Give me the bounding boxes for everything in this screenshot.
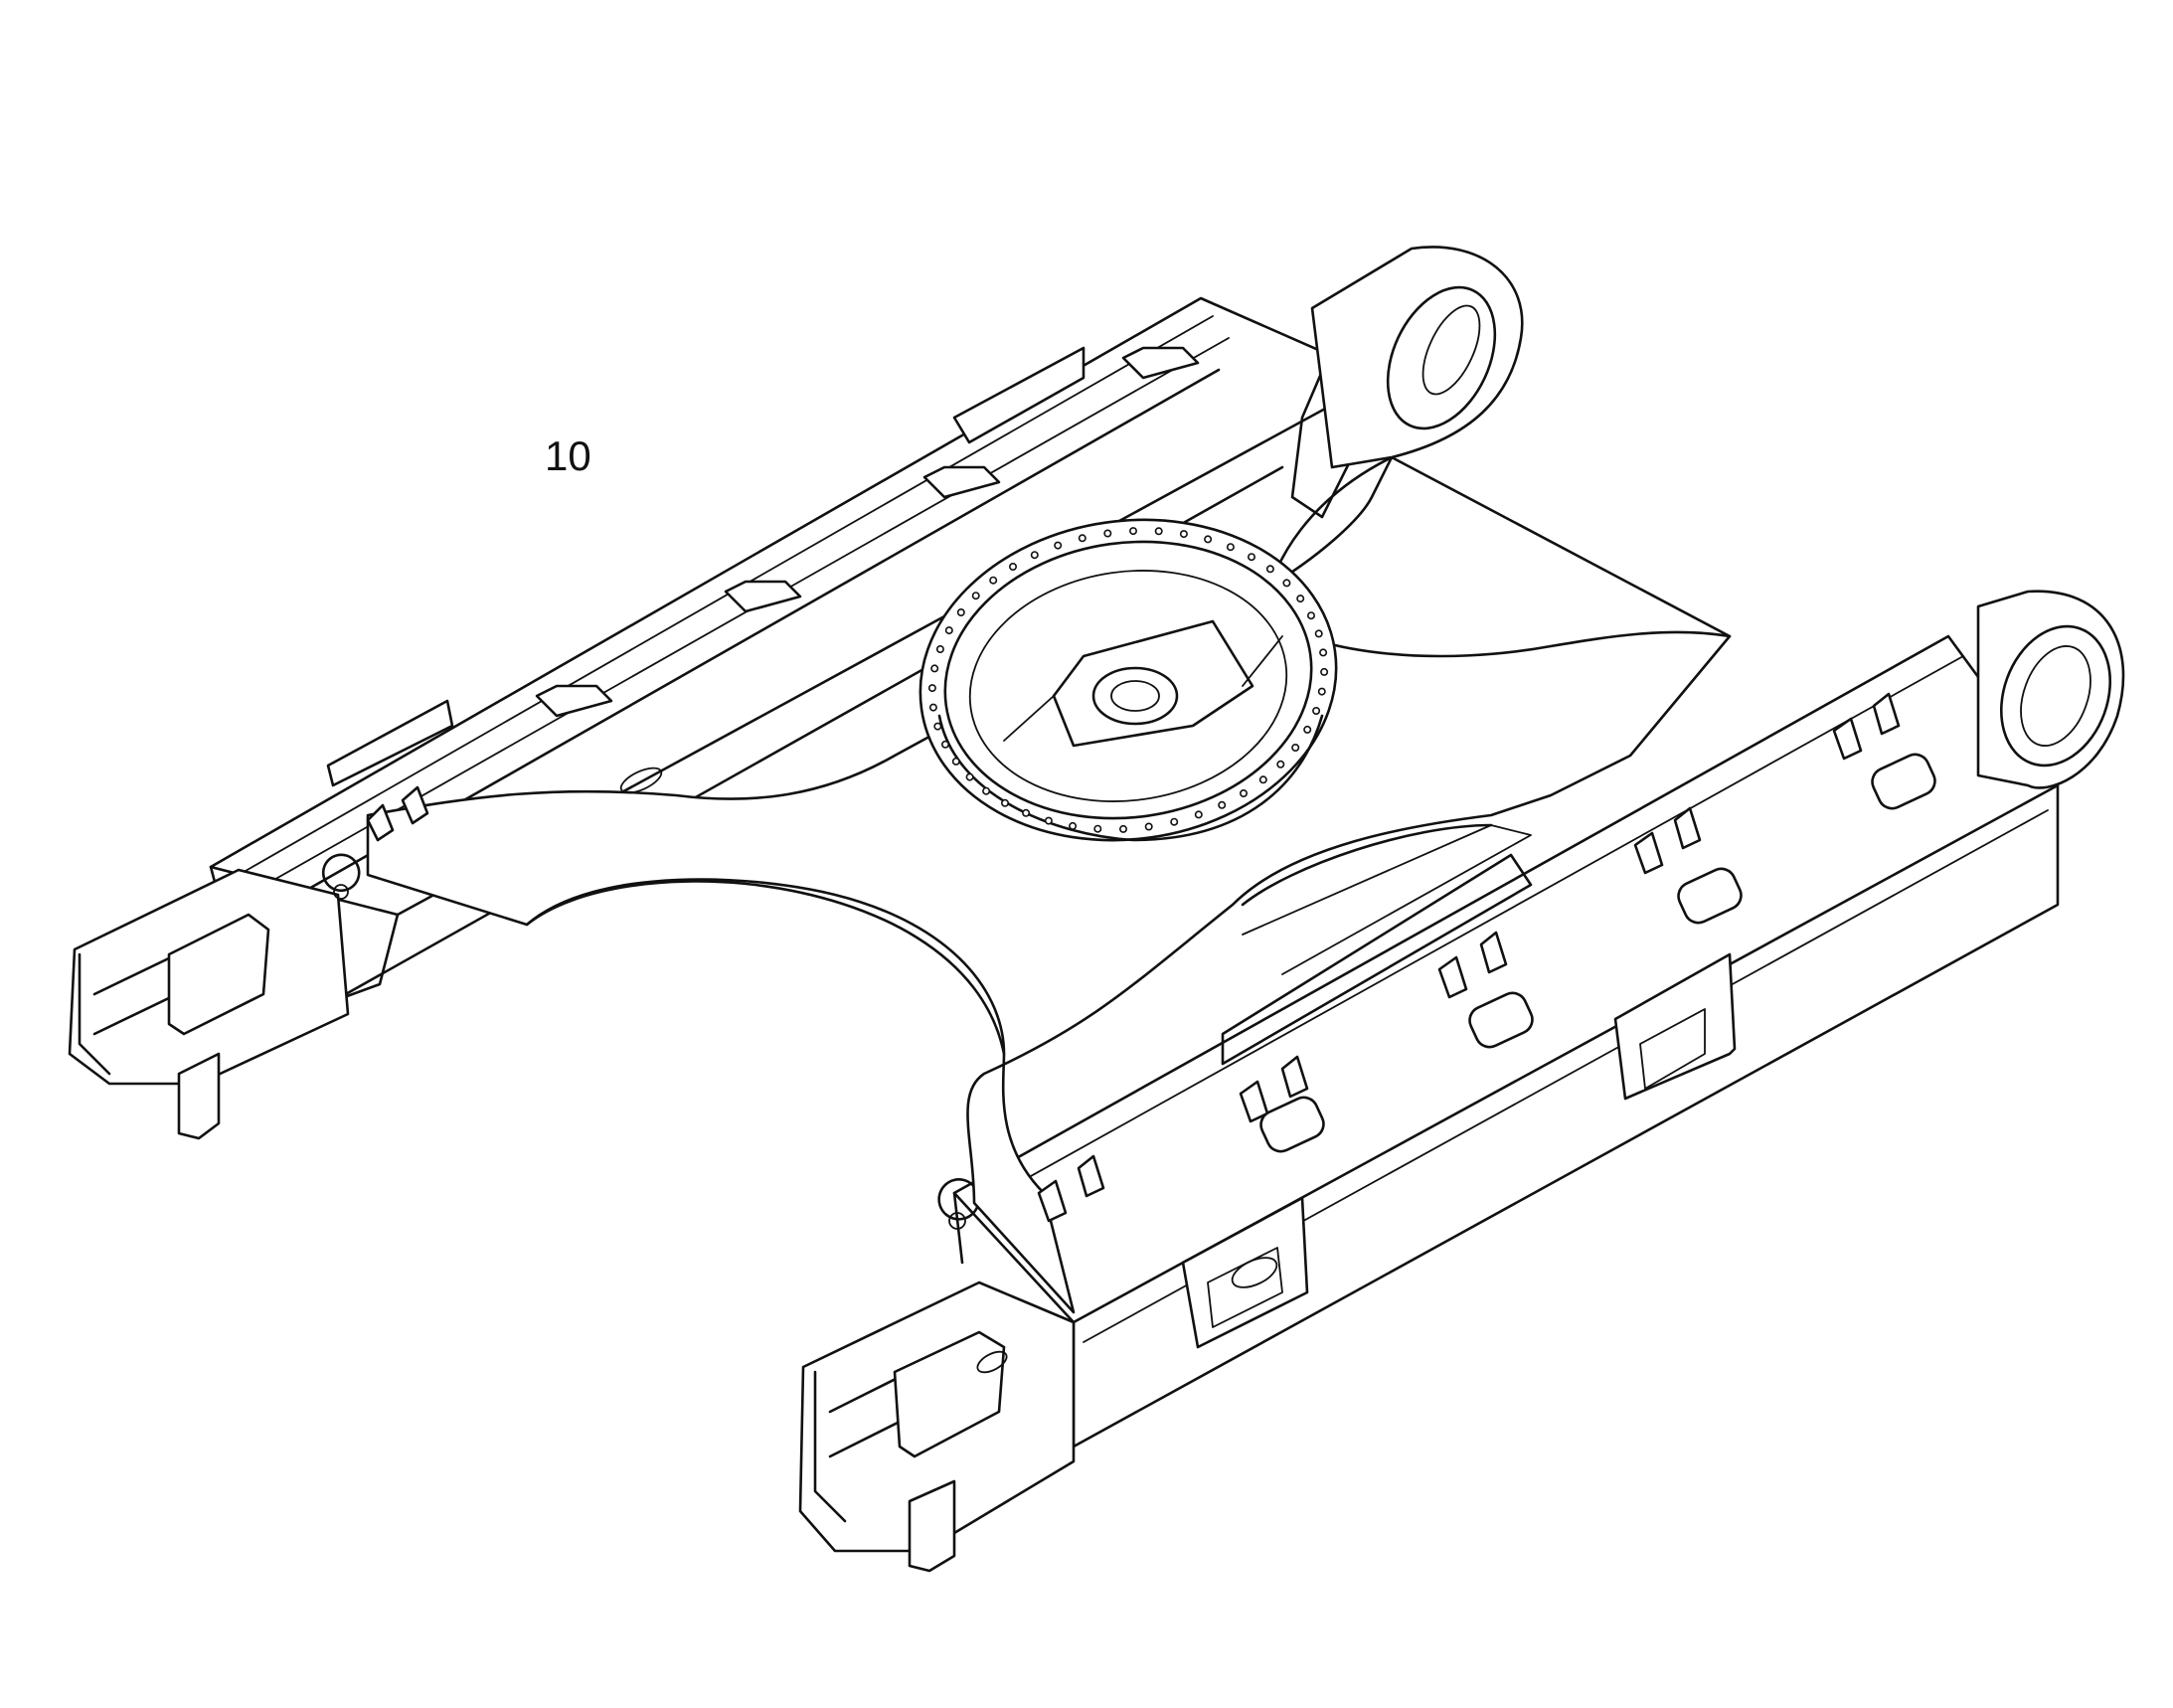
bolt-hole: [1276, 760, 1285, 769]
bolt-hole: [971, 592, 980, 600]
bolt-hole: [944, 626, 953, 635]
bolt-hole: [1314, 629, 1323, 638]
roller-guard-brackets: [326, 346, 1737, 1349]
rear-idler-left: [1310, 246, 1524, 469]
bolt-hole: [940, 740, 949, 749]
bolt-hole: [956, 607, 965, 616]
swing-bearing-ring: [919, 518, 1338, 842]
bolt-hole: [1303, 725, 1312, 734]
bolt-hole: [1258, 775, 1267, 784]
bolt-hole: [1030, 551, 1039, 560]
bolt-hole: [989, 576, 998, 585]
bolt-hole: [1119, 824, 1128, 833]
bolt-hole: [1144, 822, 1153, 831]
bolt-hole: [928, 703, 937, 712]
bolt-hole: [1054, 541, 1063, 550]
bolt-hole: [1078, 534, 1086, 543]
bolt-hole: [930, 664, 939, 673]
bolt-hole: [1022, 808, 1031, 817]
bolt-hole: [951, 757, 960, 766]
bolt-hole: [1282, 579, 1291, 588]
bolt-hole: [1170, 817, 1179, 826]
top-roller-mounts: [366, 346, 1901, 1223]
bolt-hole: [1103, 529, 1112, 538]
bolt-hole: [935, 644, 944, 653]
bolt-hole: [1291, 743, 1300, 752]
bolt-hole: [933, 722, 942, 731]
bolt-hole: [1307, 611, 1316, 620]
bolt-hole: [1312, 706, 1321, 715]
bolt-hole: [927, 684, 936, 693]
bolt-hole: [1194, 810, 1203, 819]
bolt-hole: [1000, 798, 1009, 807]
lower-roller-windows: [1259, 753, 1936, 1153]
bolt-hole: [1265, 565, 1274, 574]
bolt-hole: [1044, 816, 1053, 825]
bolt-hole: [965, 772, 974, 781]
bolt-hole: [982, 786, 991, 795]
bolt-hole: [1129, 527, 1138, 536]
bolt-hole: [1248, 553, 1256, 562]
bolt-hole: [1218, 800, 1227, 809]
bolt-hole: [1154, 527, 1163, 536]
bolt-hole: [1320, 667, 1329, 676]
bolt-hole: [1317, 687, 1326, 696]
part-callout-label: 10: [545, 432, 591, 479]
bolt-hole: [1069, 821, 1078, 830]
bolt-hole: [1319, 648, 1328, 657]
bolt-hole: [1226, 543, 1235, 552]
center-body: [366, 346, 1732, 1314]
bolt-hole: [1240, 788, 1249, 797]
bolt-hole: [1296, 595, 1305, 603]
bolt-hole: [1179, 530, 1188, 539]
bolt-hole: [1204, 535, 1213, 544]
bolt-hole: [1093, 824, 1102, 833]
bolt-hole: [1008, 562, 1017, 571]
